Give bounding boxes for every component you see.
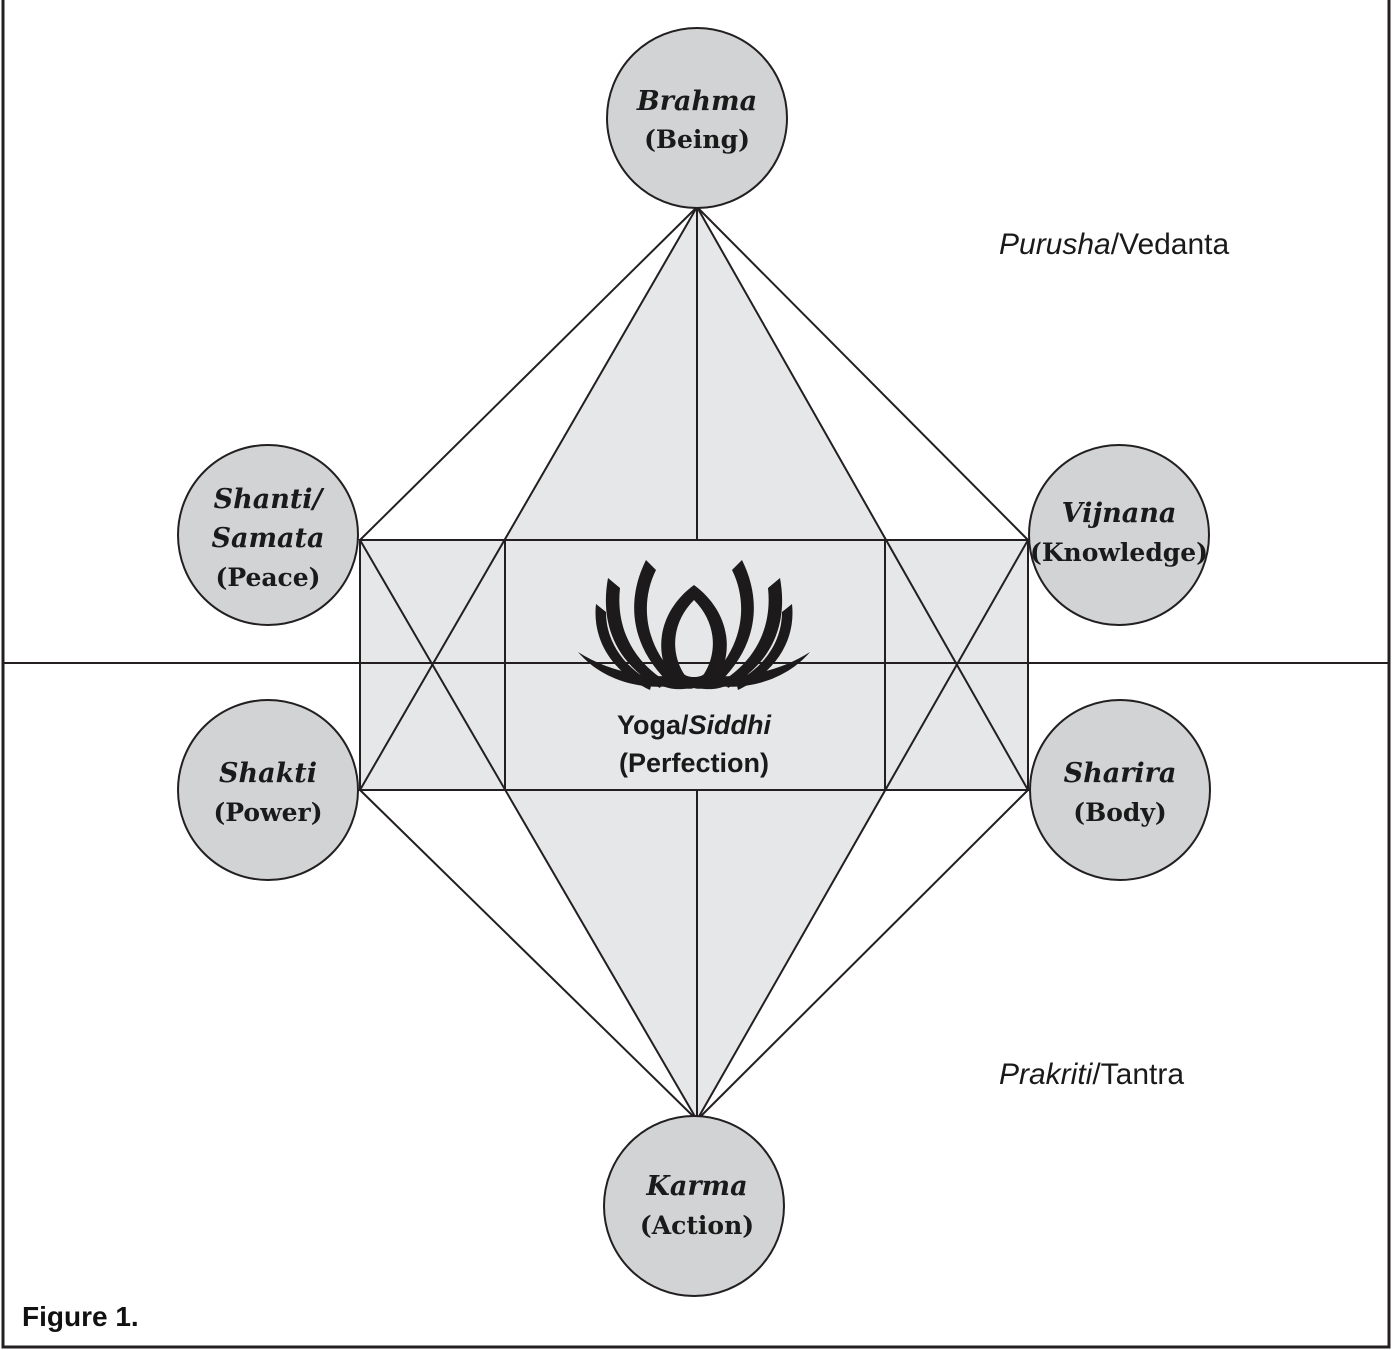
sharira-title: Sharira — [1064, 758, 1177, 789]
circle-brahma — [606, 27, 788, 209]
shanti-title-line2: Samata — [211, 523, 324, 554]
region-upper-rest: /Vedanta — [1111, 228, 1230, 261]
center-title-italic: Siddhi — [689, 710, 772, 740]
brahma-title: Brahma — [636, 86, 757, 117]
inner-rectangle — [504, 539, 886, 791]
karma-subtitle: (Action) — [640, 1211, 754, 1240]
shakti-subtitle: (Power) — [213, 798, 322, 827]
shanti-subtitle: (Peace) — [215, 563, 320, 592]
center-title: Yoga/Siddhi — [617, 710, 772, 740]
karma-title: Karma — [645, 1171, 747, 1202]
center-rectangle — [360, 540, 1028, 790]
circle-karma — [603, 1115, 785, 1297]
region-lower-rest: /Tantra — [1092, 1058, 1184, 1091]
kite-edge-top-right — [696, 206, 1029, 541]
region-lower-italic: Prakriti — [999, 1058, 1094, 1091]
circle-vijnana — [1028, 444, 1210, 626]
lotus-icon — [578, 560, 810, 690]
region-upper-label: Purusha/Vedanta — [999, 228, 1230, 261]
diagram-lines — [3, 204, 1389, 1123]
circle-sharira — [1029, 699, 1211, 881]
vijnana-title: Vijnana — [1062, 498, 1177, 529]
region-upper-italic: Purusha — [999, 228, 1111, 261]
circle-shanti — [177, 444, 359, 626]
kite-edge-bottom-left — [359, 789, 698, 1121]
brahma-subtitle: (Being) — [644, 125, 750, 154]
kite-edge-top-left — [359, 206, 698, 541]
center-title-plain: Yoga/ — [617, 710, 689, 740]
kite-edge-bottom-right — [696, 789, 1029, 1121]
shanti-title-line1: Shanti/ — [214, 484, 326, 515]
shakti-title: Shakti — [219, 758, 317, 789]
vijnana-subtitle: (Knowledge) — [1030, 538, 1208, 567]
circle-shakti — [177, 699, 359, 881]
figure-caption: Figure 1. — [22, 1301, 139, 1332]
center-subtitle: (Perfection) — [619, 748, 769, 778]
region-lower-label: Prakriti/Tantra — [999, 1058, 1184, 1091]
sharira-subtitle: (Body) — [1073, 798, 1166, 827]
